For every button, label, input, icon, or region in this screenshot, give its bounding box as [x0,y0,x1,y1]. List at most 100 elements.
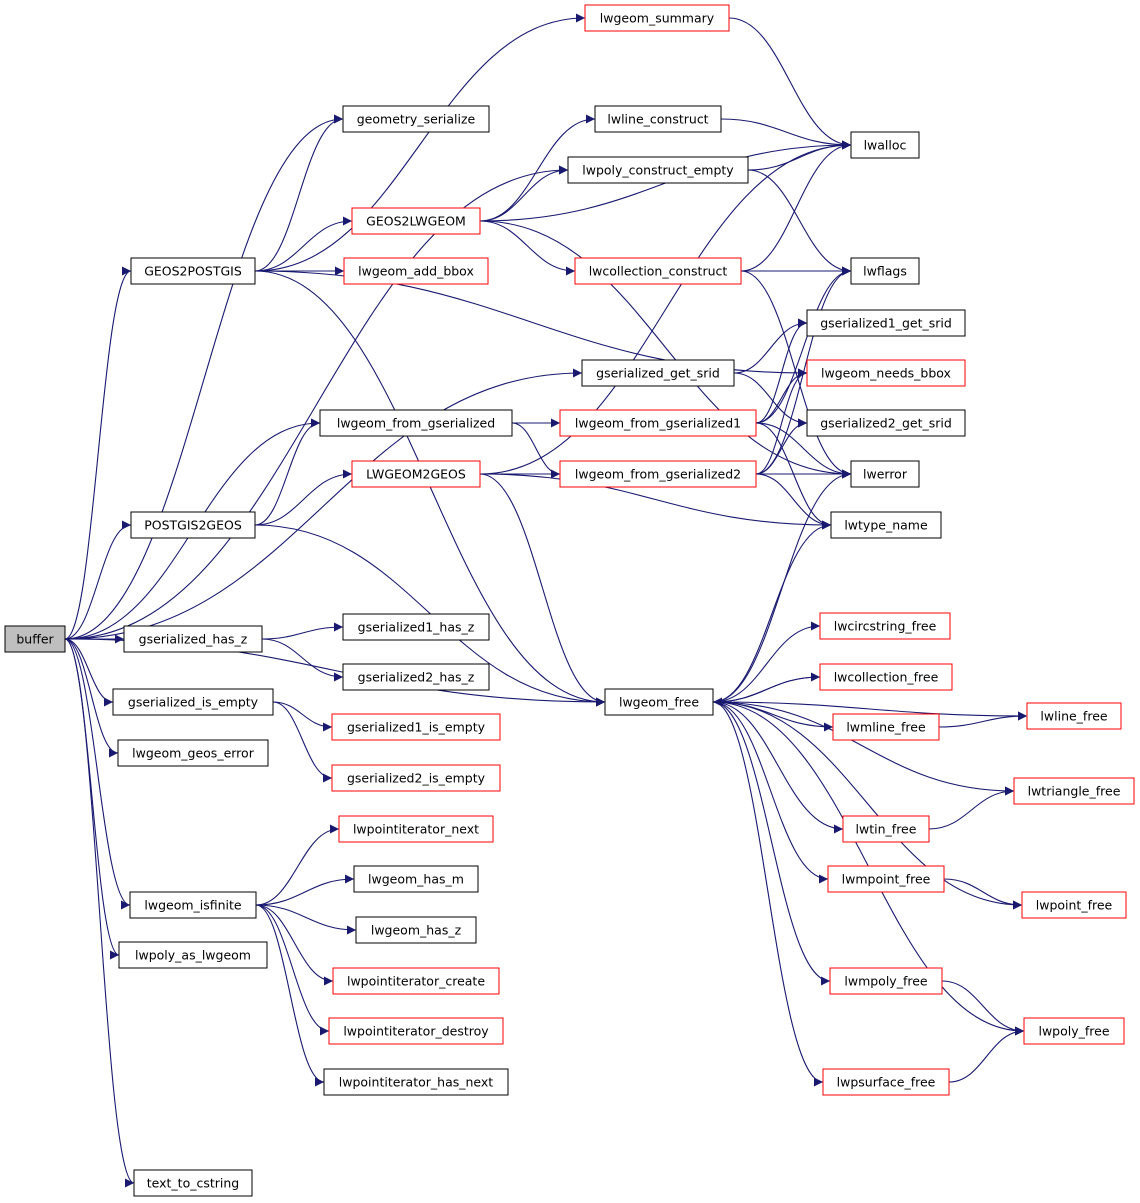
node-box[interactable] [806,309,966,337]
node-gserialized2-has-z[interactable]: gserialized2_has_z [342,663,490,691]
node-box[interactable] [559,409,757,437]
node-lwpoly-construct-empty[interactable]: lwpoly_construct_empty [567,156,749,184]
node-lwgeom-has-z[interactable]: lwgeom_has_z [355,916,477,944]
node-lwpointiterator-next[interactable]: lwpointiterator_next [338,815,494,843]
node-box[interactable] [338,815,494,843]
node-gserialized-is-empty[interactable]: gserialized_is_empty [112,688,274,716]
node-lwmline-free[interactable]: lwmline_free [832,713,940,741]
node-box[interactable] [594,105,722,133]
node-postgis2-geos[interactable]: POSTGIS2GEOS [130,511,256,539]
node-gserialized1-get-srid[interactable]: gserialized1_get_srid [806,309,966,337]
node-box[interactable] [829,967,943,995]
node-lwpointiterator-has-next[interactable]: lwpointiterator_has_next [323,1068,509,1096]
node-text-to-cstring[interactable]: text_to_cstring [133,1169,253,1197]
node-geos2-lwgeom[interactable]: GEOS2LWGEOM [351,207,481,235]
node-gserialized2-get-srid[interactable]: gserialized2_get_srid [806,409,966,437]
node-box[interactable] [830,511,942,539]
node-box[interactable] [331,713,501,741]
node-box[interactable] [130,511,256,539]
node-box[interactable] [319,409,513,437]
node-lwmpoly-free[interactable]: lwmpoly_free [829,967,943,995]
node-lwpointiterator-create[interactable]: lwpointiterator_create [332,967,500,995]
node-gserialized-get-srid[interactable]: gserialized_get_srid [581,359,735,387]
node-box[interactable] [133,1169,253,1197]
node-box[interactable] [559,460,757,488]
node-lwgeom2-geos[interactable]: LWGEOM2GEOS [351,460,481,488]
node-box[interactable] [850,257,920,285]
node-box[interactable] [819,612,951,640]
node-lwflags[interactable]: lwflags [850,257,920,285]
node-lwgeom-from-gserialized2[interactable]: lwgeom_from_gserialized2 [559,460,757,488]
node-box[interactable] [351,207,481,235]
node-lwcollection-free[interactable]: lwcollection_free [819,663,953,691]
node-box[interactable] [1026,702,1122,730]
node-lwline-construct[interactable]: lwline_construct [594,105,722,133]
node-box[interactable] [806,359,966,387]
node-lwtriangle-free[interactable]: lwtriangle_free [1013,777,1135,805]
node-lwline-free[interactable]: lwline_free [1026,702,1122,730]
node-lwgeom-summary[interactable]: lwgeom_summary [584,4,730,32]
node-gserialized-has-z[interactable]: gserialized_has_z [123,625,263,653]
node-geometry-serialize[interactable]: geometry_serialize [342,105,490,133]
node-box[interactable] [574,257,742,285]
node-box[interactable] [567,156,749,184]
node-box[interactable] [584,4,730,32]
node-lwgeom-needs-bbox[interactable]: lwgeom_needs_bbox [806,359,966,387]
node-geos2-postgis[interactable]: GEOS2POSTGIS [130,257,256,285]
node-box[interactable] [1023,1017,1125,1045]
node-lwalloc[interactable]: lwalloc [850,131,920,159]
node-lwpoint-free[interactable]: lwpoint_free [1021,891,1127,919]
node-lwpsurface-free[interactable]: lwpsurface_free [822,1068,950,1096]
node-box[interactable] [331,764,501,792]
node-box[interactable] [123,625,263,653]
node-box[interactable] [850,131,920,159]
node-box[interactable] [332,967,500,995]
node-box[interactable] [1021,891,1127,919]
node-box[interactable] [342,613,490,641]
node-box[interactable] [130,257,256,285]
node-box[interactable] [328,1017,504,1045]
node-lwgeom-has-m[interactable]: lwgeom_has_m [353,865,479,893]
node-box[interactable] [842,815,930,843]
node-buffer[interactable]: buffer [4,625,66,653]
node-box[interactable] [112,688,274,716]
node-box[interactable] [604,688,714,716]
node-lwtin-free[interactable]: lwtin_free [842,815,930,843]
node-lwtype-name[interactable]: lwtype_name [830,511,942,539]
node-lwmpoint-free[interactable]: lwmpoint_free [827,865,945,893]
node-box[interactable] [827,865,945,893]
node-lwgeom-from-gserialized[interactable]: lwgeom_from_gserialized [319,409,513,437]
node-box[interactable] [117,739,269,767]
node-box[interactable] [118,941,268,969]
node-box[interactable] [850,460,920,488]
node-box[interactable] [353,865,479,893]
node-gserialized1-has-z[interactable]: gserialized1_has_z [342,613,490,641]
node-box[interactable] [806,409,966,437]
node-lwerror[interactable]: lwerror [850,460,920,488]
node-box[interactable] [4,625,66,653]
node-box[interactable] [351,460,481,488]
node-lwcircstring-free[interactable]: lwcircstring_free [819,612,951,640]
node-box[interactable] [342,105,490,133]
node-lwpoly-free[interactable]: lwpoly_free [1023,1017,1125,1045]
node-lwcollection-construct[interactable]: lwcollection_construct [574,257,742,285]
node-lwgeom-from-gserialized1[interactable]: lwgeom_from_gserialized1 [559,409,757,437]
node-lwgeom-free[interactable]: lwgeom_free [604,688,714,716]
node-box[interactable] [819,663,953,691]
node-box[interactable] [342,663,490,691]
node-lwgeom-isfinite[interactable]: lwgeom_isfinite [129,891,257,919]
node-gserialized1-is-empty[interactable]: gserialized1_is_empty [331,713,501,741]
node-box[interactable] [581,359,735,387]
node-box[interactable] [323,1068,509,1096]
node-gserialized2-is-empty[interactable]: gserialized2_is_empty [331,764,501,792]
node-box[interactable] [832,713,940,741]
node-box[interactable] [129,891,257,919]
node-box[interactable] [355,916,477,944]
node-box[interactable] [822,1068,950,1096]
node-lwgeom-geos-error[interactable]: lwgeom_geos_error [117,739,269,767]
node-box[interactable] [1013,777,1135,805]
node-lwpointiterator-destroy[interactable]: lwpointiterator_destroy [328,1017,504,1045]
node-lwpoly-as-lwgeom[interactable]: lwpoly_as_lwgeom [118,941,268,969]
node-lwgeom-add-bbox[interactable]: lwgeom_add_bbox [343,257,489,285]
node-box[interactable] [343,257,489,285]
